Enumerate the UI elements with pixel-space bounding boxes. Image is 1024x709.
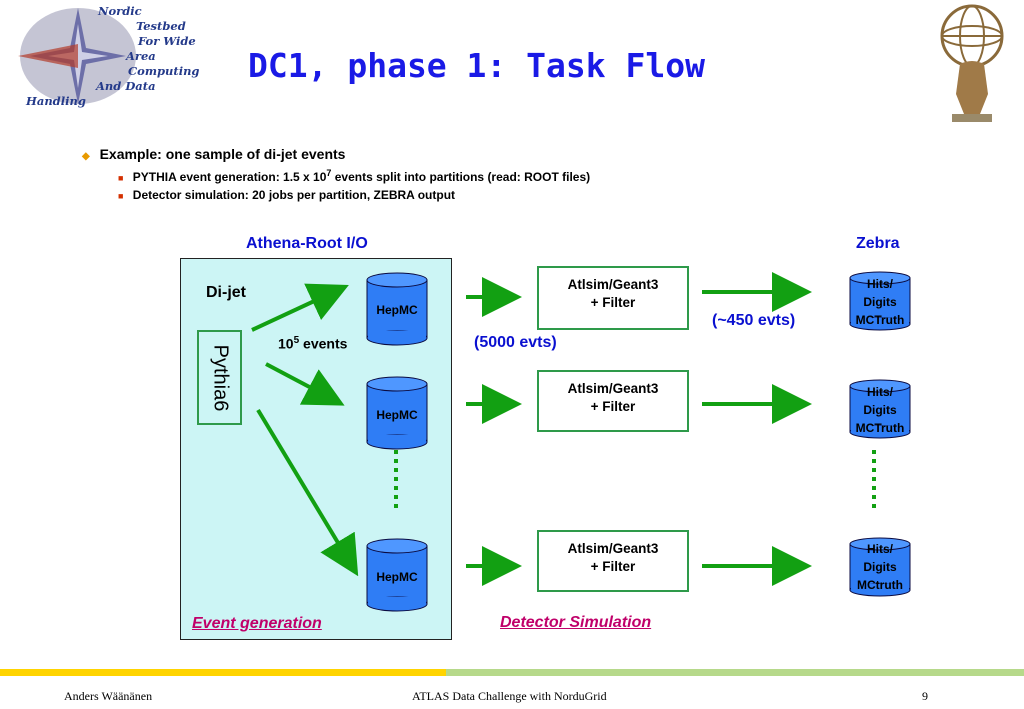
pythia6-label: Pythia6 <box>209 344 231 411</box>
detector-simulation-label: Detector Simulation <box>500 614 652 631</box>
atlsim-box-3: Atlsim/Geant3 + Filter <box>537 530 689 592</box>
digits-line: Digits <box>863 295 897 309</box>
events-suffix: events <box>299 335 348 352</box>
events-exponent: 5 <box>293 335 300 346</box>
page-title: DC1, phase 1: Task Flow <box>248 46 705 85</box>
logo-line: Nordic <box>98 4 142 18</box>
logo-line: Testbed <box>136 19 186 33</box>
arrow-pythia-to-hepmc-1 <box>251 283 349 332</box>
hits-label-3: Hits/ Digits MCtruth <box>840 540 920 594</box>
footer-author: Anders Wäänänen <box>64 689 153 703</box>
hits-line: Hits/ <box>866 385 893 399</box>
footer-page-number: 9 <box>922 689 928 703</box>
atlsim-line2: + Filter <box>590 399 636 414</box>
logo-line: And Data <box>96 79 156 93</box>
logo-line: Handling <box>26 94 86 108</box>
atlsim-line2: + Filter <box>590 559 636 574</box>
hits-cylinder-3 <box>849 537 911 597</box>
atlsim-box-1: Atlsim/Geant3 + Filter <box>537 266 689 330</box>
digits-line: Digits <box>863 560 897 574</box>
bullet-sub-2: ■ Detector simulation: 20 jobs per parti… <box>118 188 455 202</box>
footer: Anders Wäänänen ATLAS Data Challenge wit… <box>0 689 1024 707</box>
hits-label-1: Hits/ Digits MCTruth <box>840 275 920 329</box>
hepmc-label-1: HepMC <box>376 303 418 317</box>
bullet-main: ◆ Example: one sample of di-jet events <box>82 146 345 162</box>
hits-cylinder-2 <box>849 379 911 439</box>
event-generation-label: Event generation <box>192 615 322 632</box>
footer-center-text: ATLAS Data Challenge with NorduGrid <box>412 689 607 703</box>
hepmc-cylinder-1 <box>366 272 428 346</box>
logo-line: Computing <box>128 64 200 78</box>
athena-root-io-label: Athena-Root I/O <box>246 235 368 252</box>
footer-bar-yellow <box>0 669 446 676</box>
bullet-sub-1-sup: 7 <box>326 168 332 178</box>
atlsim-box-2: Atlsim/Geant3 + Filter <box>537 370 689 432</box>
footer-bar-green <box>446 669 1024 676</box>
nordugrid-logo: Nordic Testbed For Wide Area Computing A… <box>8 4 233 114</box>
atlas-statue-image <box>930 2 1014 124</box>
hits-line: Hits/ <box>866 277 893 291</box>
bullet-sub-1: ■ PYTHIA event generation: 1.5 x 107 eve… <box>118 168 590 184</box>
events-base: 10 <box>278 335 294 352</box>
hepmc-label-3: HepMC <box>376 570 418 584</box>
atlsim-line1: Atlsim/Geant3 <box>567 541 659 556</box>
atlsim-line2: + Filter <box>590 295 636 310</box>
digits-line: Digits <box>863 403 897 417</box>
logo-line: For Wide <box>138 34 196 48</box>
bullet-sub-1-pre: PYTHIA event generation: 1.5 x 10 <box>132 170 327 184</box>
bullet-main-text: Example: one sample of di-jet events <box>99 146 346 162</box>
arrow-pythia-to-hepmc-3 <box>256 408 359 577</box>
mctruth-line: MCTruth <box>855 313 905 327</box>
dijet-label: Di-jet <box>206 284 246 301</box>
square-bullet-icon: ■ <box>118 191 124 201</box>
logo-line: Area <box>126 49 156 63</box>
mctruth-line: MCtruth <box>857 578 903 592</box>
hepmc-label-2: HepMC <box>376 408 418 422</box>
hits-line: Hits/ <box>866 542 893 556</box>
diamond-bullet-icon: ◆ <box>82 151 90 162</box>
atlsim-line1: Atlsim/Geant3 <box>567 277 659 292</box>
evts-450-label: (~450 evts) <box>712 312 796 329</box>
hepmc-cylinder-2 <box>366 376 428 450</box>
bullet-sub-2-text: Detector simulation: 20 jobs per partiti… <box>132 188 456 202</box>
pythia6-box: Pythia6 <box>197 330 242 425</box>
mctruth-line: MCTruth <box>855 421 905 435</box>
zebra-label: Zebra <box>856 235 900 252</box>
events-count-label: 105 events <box>278 335 347 352</box>
hits-cylinder-1 <box>849 271 911 331</box>
bullet-sub-1-text: PYTHIA event generation: 1.5 x 107 event… <box>132 168 591 184</box>
hepmc-cylinder-3 <box>366 538 428 612</box>
evts-5000-label: (5000 evts) <box>474 334 557 351</box>
arrow-pythia-to-hepmc-2 <box>265 362 345 406</box>
atlsim-line1: Atlsim/Geant3 <box>567 381 659 396</box>
compass-star-icon <box>18 8 136 104</box>
hits-label-2: Hits/ Digits MCTruth <box>840 383 920 437</box>
bullet-sub-1-post: events split into partitions (read: ROOT… <box>331 170 591 184</box>
square-bullet-icon: ■ <box>118 173 124 183</box>
